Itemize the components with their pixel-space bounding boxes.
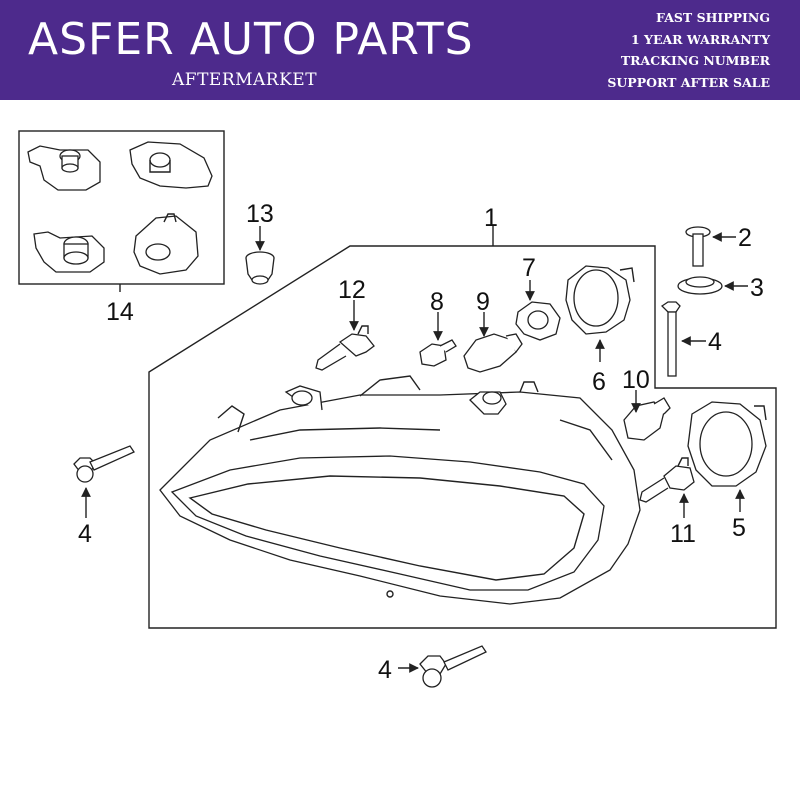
mount-bracket-1: [27, 145, 101, 191]
callout-4-bottom: 4: [378, 656, 392, 684]
part-14-box: [18, 130, 225, 292]
bolt-right: [660, 301, 681, 377]
bulb-h7-low: [639, 457, 695, 503]
bulb-turn-signal: [463, 333, 523, 373]
bulb-socket: [515, 301, 561, 341]
screw: [685, 226, 711, 267]
feature-item: FAST SHIPPING: [656, 10, 770, 25]
feature-item: SUPPORT AFTER SALE: [607, 74, 770, 90]
access-cover-lower: [687, 401, 767, 487]
parts-diagram: 1 2 3 4 4 4 5 6 7 8 9 10 11 12 13 14: [18, 130, 777, 688]
callout-10: 10: [622, 366, 650, 394]
callout-13: 13: [246, 200, 274, 228]
callout-2: 2: [738, 224, 752, 252]
brand-subtitle: AFTERMARKET: [172, 70, 318, 90]
assembly-outline: [148, 245, 777, 629]
callout-12: 12: [338, 276, 366, 304]
callout-4-left: 4: [78, 520, 92, 548]
mount-bracket-2: [129, 141, 213, 189]
callout-3: 3: [750, 274, 764, 302]
access-cover-upper: [565, 265, 635, 335]
header-banner: ASFER AUTO PARTS AFTERMARKET FAST SHIPPI…: [0, 0, 800, 100]
callout-4-right: 4: [708, 328, 722, 356]
grommet: [245, 251, 275, 285]
bulb-h7-high: [315, 325, 375, 371]
callout-6: 6: [592, 368, 606, 396]
callout-1: 1: [484, 204, 498, 232]
bulb-parking: [419, 339, 457, 367]
bolt-left: [73, 445, 135, 483]
washer: [677, 276, 723, 295]
brand-title: ASFER AUTO PARTS: [28, 14, 474, 65]
mount-bracket-3: [33, 231, 105, 273]
callout-14: 14: [106, 298, 134, 326]
callout-9: 9: [476, 288, 490, 316]
callout-5: 5: [732, 514, 746, 542]
callout-8: 8: [430, 288, 444, 316]
feature-item: TRACKING NUMBER: [620, 53, 770, 68]
callout-7: 7: [522, 254, 536, 282]
feature-item: 1 YEAR WARRANTY: [630, 31, 770, 47]
bulb-side-marker: [623, 397, 671, 441]
headlamp-housing: [159, 375, 641, 605]
callout-11: 11: [670, 520, 696, 548]
bolt-bottom: [419, 645, 487, 688]
feature-list: FAST SHIPPING 1 YEAR WARRANTY TRACKING N…: [530, 7, 770, 93]
mount-bracket-4: [133, 213, 199, 275]
